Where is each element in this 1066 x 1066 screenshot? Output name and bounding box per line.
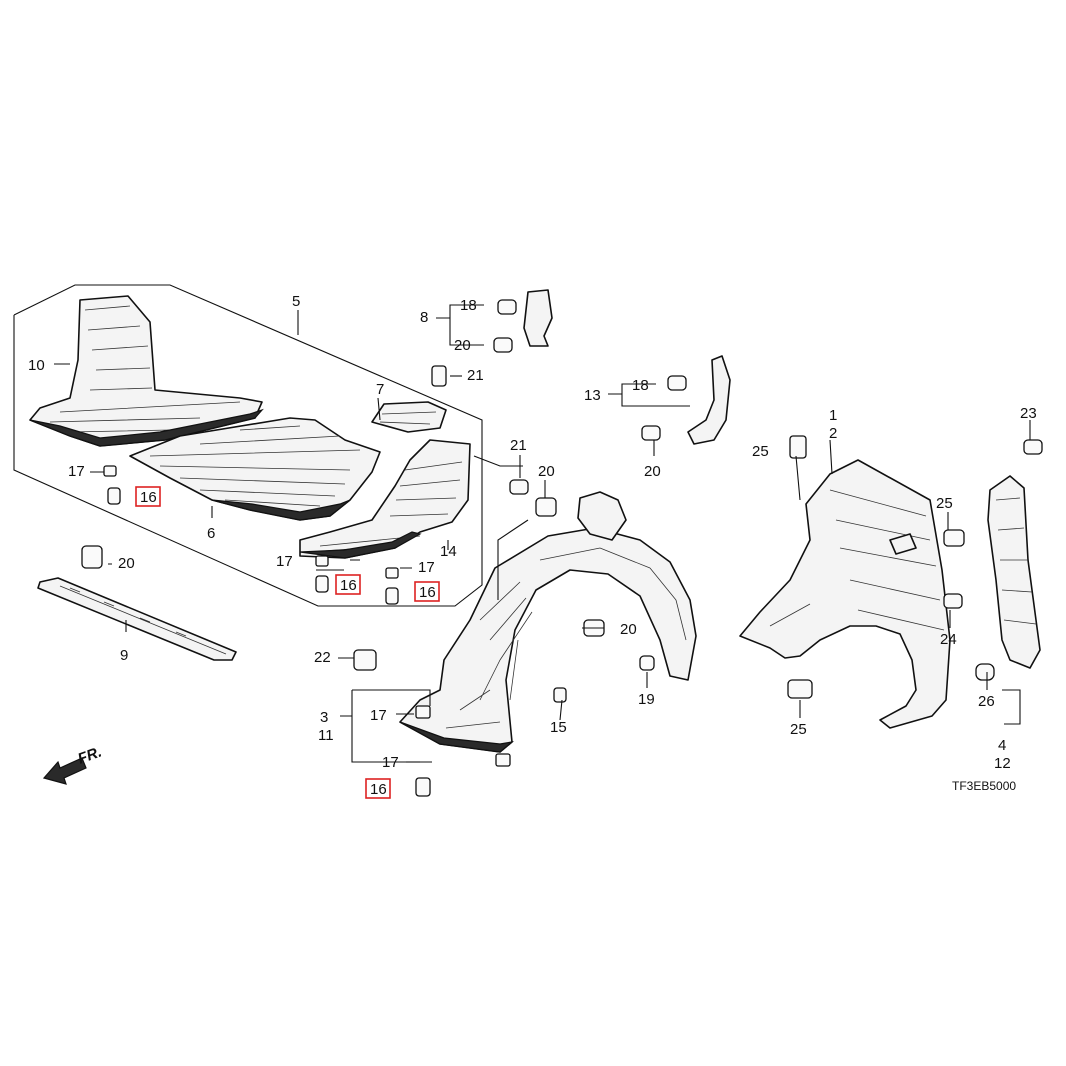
- callout-17: 17: [276, 553, 293, 570]
- callout-22: 22: [314, 649, 331, 666]
- highlighted-callouts-16: 16 16 16 16: [135, 486, 440, 799]
- callout-25: 25: [752, 443, 769, 460]
- callout-20: 20: [644, 463, 661, 480]
- part-10-splash-shield: [29, 295, 264, 447]
- part-1-2-front-fender: [739, 459, 951, 729]
- front-direction-indicator: FR.: [42, 744, 105, 785]
- part-14-side-cover: [299, 439, 471, 559]
- callout-20: 20: [118, 555, 135, 572]
- callout-18: 18: [632, 377, 649, 394]
- callout-9: 9: [120, 647, 128, 664]
- callout-17: 17: [382, 754, 399, 771]
- callout-14: 14: [440, 543, 457, 560]
- callout-8: 8: [420, 309, 428, 326]
- callout-2: 2: [829, 425, 837, 442]
- callout-7: 7: [376, 381, 384, 398]
- part-9-seal-strip: [37, 577, 237, 661]
- callout-20: 20: [620, 621, 637, 638]
- callout-20: 20: [454, 337, 471, 354]
- callout-25: 25: [936, 495, 953, 512]
- callout-16-highlight: 16: [419, 584, 436, 601]
- callout-16-highlight: 16: [140, 489, 157, 506]
- callout-17: 17: [68, 463, 85, 480]
- part-13-bracket: [687, 355, 731, 445]
- callout-16-highlight: 16: [370, 781, 387, 798]
- callout-21: 21: [510, 437, 527, 454]
- callout-18: 18: [460, 297, 477, 314]
- diagram-code: TF3EB5000: [952, 779, 1016, 793]
- callout-21: 21: [467, 367, 484, 384]
- callout-16-highlight: 16: [340, 577, 357, 594]
- callout-10: 10: [28, 357, 45, 374]
- callout-15: 15: [550, 719, 567, 736]
- part-3-11-fender-liner: [399, 491, 697, 753]
- part-7-bracket: [371, 401, 447, 433]
- leader-lines: [54, 304, 1031, 763]
- callout-26: 26: [978, 693, 995, 710]
- callout-6: 6: [207, 525, 215, 542]
- callout-24: 24: [940, 631, 957, 648]
- callout-25: 25: [790, 721, 807, 738]
- undercover-group-outline: [13, 284, 483, 607]
- callout-12: 12: [994, 755, 1011, 772]
- fastener-clips: [81, 299, 1043, 797]
- callout-labels: 5 10 7 17 6 14 20 9 17 17 22 8 18 20 21 …: [28, 293, 1037, 772]
- callout-11: 11: [318, 727, 334, 744]
- callout-4: 4: [998, 737, 1006, 754]
- callout-1: 1: [829, 407, 837, 424]
- callout-19: 19: [638, 691, 655, 708]
- part-8-bracket: [523, 289, 553, 347]
- callout-3: 3: [320, 709, 328, 726]
- callout-17: 17: [418, 559, 435, 576]
- part-6-under-cover: [129, 417, 381, 521]
- callout-23: 23: [1020, 405, 1037, 422]
- direction-label: FR.: [76, 744, 105, 768]
- callout-13: 13: [584, 387, 601, 404]
- callout-5: 5: [292, 293, 300, 310]
- part-4-12-fender-bracket: [987, 475, 1041, 669]
- callout-17: 17: [370, 707, 387, 724]
- callout-20: 20: [538, 463, 555, 480]
